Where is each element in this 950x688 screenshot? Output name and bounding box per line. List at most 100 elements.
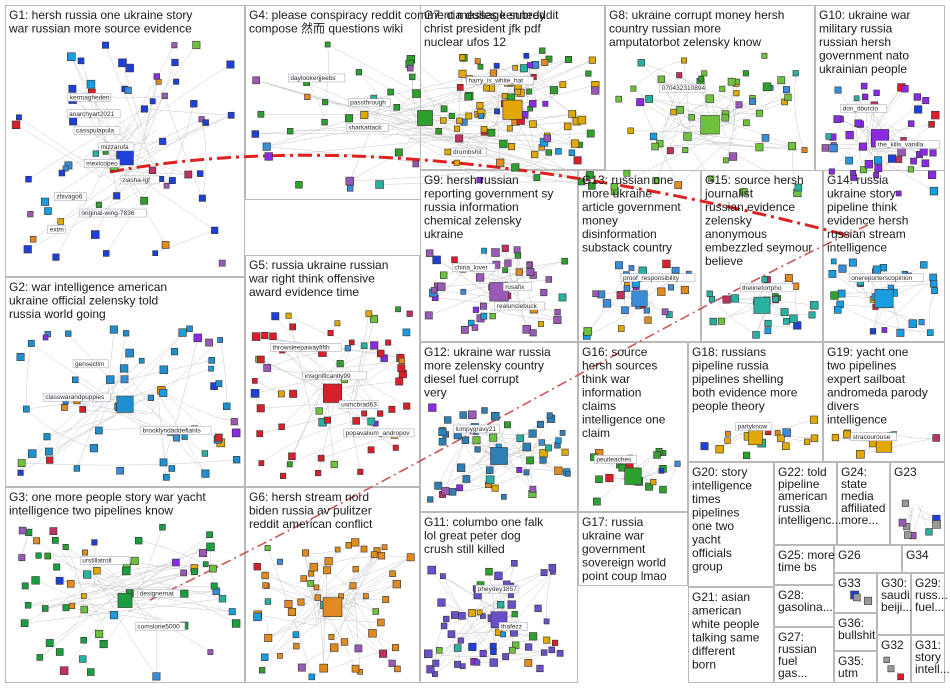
node[interactable]	[302, 549, 310, 557]
node[interactable]	[476, 176, 483, 184]
node[interactable]	[181, 433, 188, 440]
node[interactable]	[253, 612, 262, 622]
node[interactable]	[471, 324, 479, 331]
node-label[interactable]: pheydey1857	[478, 586, 517, 593]
node[interactable]	[794, 183, 803, 192]
node[interactable]	[808, 311, 816, 319]
node[interactable]	[89, 444, 98, 453]
node[interactable]	[288, 452, 296, 461]
node[interactable]	[375, 180, 384, 189]
node-label[interactable]: stracourouse	[853, 434, 891, 441]
node[interactable]	[864, 160, 874, 169]
node[interactable]	[330, 460, 338, 469]
node[interactable]	[643, 307, 650, 314]
node[interactable]	[217, 337, 224, 343]
node[interactable]	[159, 524, 166, 531]
node[interactable]	[931, 110, 940, 120]
node[interactable]	[616, 290, 625, 300]
node[interactable]	[519, 64, 528, 73]
node[interactable]	[55, 648, 64, 656]
node[interactable]	[928, 170, 937, 179]
node[interactable]	[440, 622, 448, 630]
node[interactable]	[453, 159, 460, 166]
node[interactable]	[674, 460, 681, 467]
node[interactable]	[17, 459, 26, 467]
node[interactable]	[251, 332, 261, 341]
node[interactable]	[31, 576, 40, 585]
node[interactable]	[262, 582, 269, 589]
node[interactable]	[330, 643, 339, 652]
node[interactable]	[708, 175, 715, 182]
node[interactable]	[531, 150, 539, 159]
node[interactable]	[571, 139, 580, 148]
node[interactable]	[512, 641, 520, 649]
node[interactable]	[365, 310, 373, 318]
node[interactable]	[425, 249, 434, 257]
node[interactable]	[232, 456, 241, 464]
node[interactable]	[908, 319, 917, 328]
node[interactable]	[125, 63, 134, 73]
node[interactable]	[472, 306, 479, 313]
node[interactable]	[319, 663, 329, 673]
node[interactable]	[515, 268, 523, 276]
node[interactable]	[80, 605, 89, 614]
node[interactable]	[630, 85, 637, 92]
node[interactable]	[397, 364, 406, 373]
node[interactable]	[138, 357, 145, 364]
node[interactable]	[605, 473, 614, 483]
node[interactable]	[454, 660, 462, 668]
node[interactable]	[860, 166, 868, 174]
node[interactable]	[206, 531, 213, 539]
node[interactable]	[887, 665, 895, 673]
node[interactable]	[264, 598, 272, 605]
node[interactable]	[193, 333, 202, 343]
node[interactable]	[901, 85, 909, 93]
node[interactable]	[682, 146, 689, 154]
node[interactable]	[512, 64, 518, 71]
node[interactable]	[489, 433, 498, 442]
node[interactable]	[315, 407, 323, 415]
node[interactable]	[922, 97, 930, 105]
node[interactable]	[468, 608, 476, 617]
node[interactable]	[504, 259, 512, 267]
node[interactable]	[159, 388, 168, 397]
node[interactable]	[208, 365, 214, 372]
node[interactable]	[11, 120, 21, 130]
node[interactable]	[209, 564, 217, 573]
node[interactable]	[354, 644, 363, 653]
node-label[interactable]: anarchyart2021	[69, 111, 115, 118]
node[interactable]	[830, 291, 839, 300]
node[interactable]	[324, 41, 331, 48]
node[interactable]	[228, 608, 236, 616]
node[interactable]	[394, 148, 403, 157]
node[interactable]	[585, 70, 592, 77]
node[interactable]	[516, 434, 524, 443]
node[interactable]	[873, 172, 880, 178]
node[interactable]	[860, 82, 868, 90]
node[interactable]	[231, 428, 241, 438]
node[interactable]	[898, 518, 907, 527]
node[interactable]	[441, 487, 450, 496]
node[interactable]	[511, 163, 520, 172]
node[interactable]	[592, 497, 601, 506]
node[interactable]	[99, 639, 108, 649]
node[interactable]	[451, 611, 459, 619]
node[interactable]	[428, 403, 437, 412]
node[interactable]	[721, 113, 730, 122]
node[interactable]	[853, 593, 861, 602]
node[interactable]	[46, 456, 54, 464]
node[interactable]	[327, 330, 334, 337]
hub-node[interactable]	[490, 447, 508, 465]
node[interactable]	[552, 639, 559, 646]
node[interactable]	[309, 562, 319, 572]
node[interactable]	[801, 147, 808, 153]
node[interactable]	[45, 639, 54, 647]
node[interactable]	[340, 638, 349, 646]
node[interactable]	[735, 101, 743, 109]
node[interactable]	[627, 127, 634, 134]
node-label[interactable]: realunclebuck	[497, 303, 538, 310]
node[interactable]	[91, 539, 98, 546]
node[interactable]	[435, 128, 442, 135]
node[interactable]	[485, 475, 495, 484]
node[interactable]	[437, 282, 446, 291]
